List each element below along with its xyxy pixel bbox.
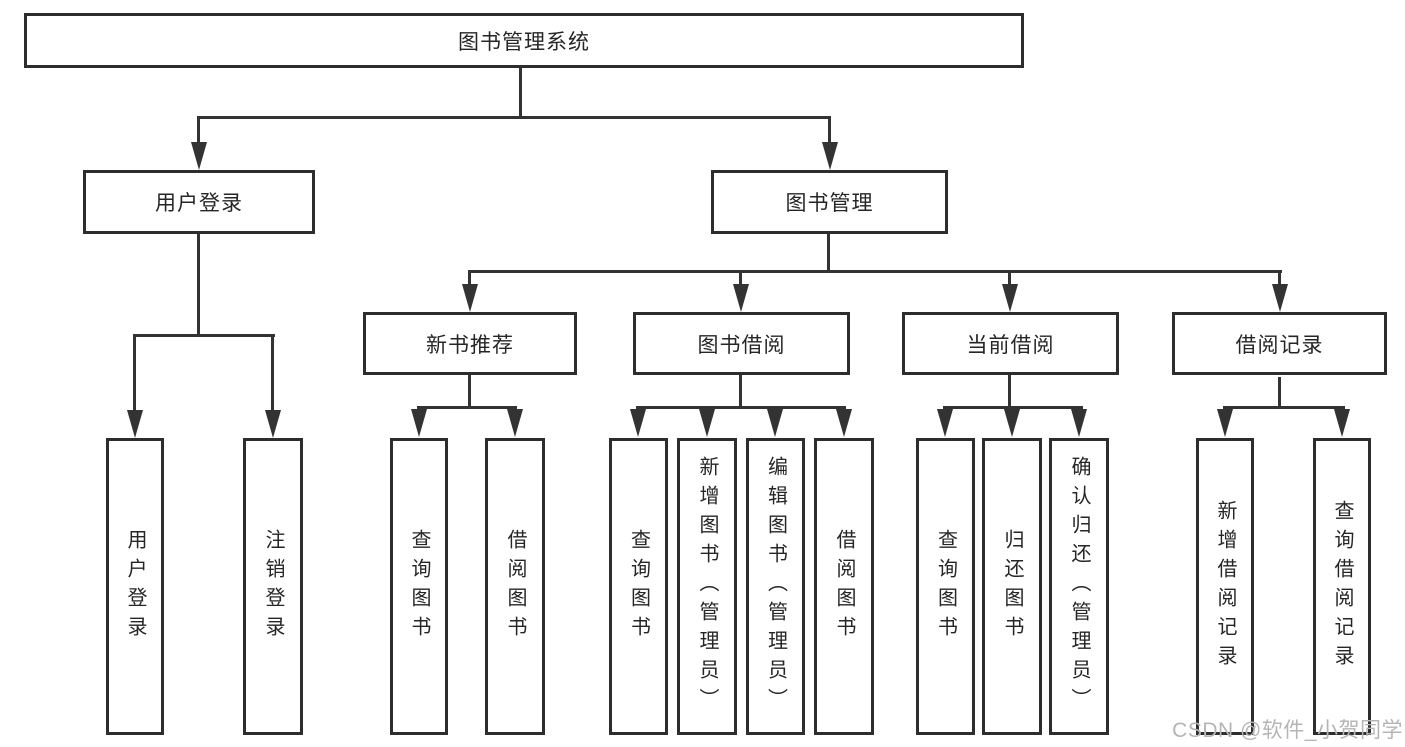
leaf-label: 编辑图书（管理员） bbox=[764, 456, 787, 717]
node-label: 新书推荐 bbox=[426, 333, 514, 357]
leaf-borrow-edit-books-admin: 编辑图书（管理员） bbox=[746, 438, 805, 735]
connector-line bbox=[1278, 377, 1281, 407]
leaf-label: 新增借阅记录 bbox=[1214, 499, 1236, 674]
leaf-label: 归还图书 bbox=[1001, 528, 1023, 645]
node-current-borrowing: 当前借阅 bbox=[902, 312, 1119, 375]
leaf-label: 查询借阅记录 bbox=[1331, 499, 1353, 674]
leaf-borrow-query-books: 查询图书 bbox=[609, 438, 668, 735]
arrow-down-icon bbox=[265, 410, 281, 438]
node-label: 图书管理 bbox=[785, 192, 874, 215]
connector-line bbox=[739, 375, 742, 407]
arrow-down-icon bbox=[836, 409, 852, 437]
connector-line bbox=[417, 406, 517, 409]
connector-line bbox=[828, 119, 831, 145]
connector-line bbox=[468, 375, 471, 407]
leaf-borrow-add-books-admin: 新增图书（管理员） bbox=[677, 438, 737, 735]
connector-line bbox=[133, 337, 136, 412]
connector-line bbox=[133, 334, 275, 337]
arrow-down-icon bbox=[1217, 409, 1233, 437]
connector-line bbox=[468, 270, 1282, 273]
leaf-user-login: 用户登录 bbox=[106, 438, 164, 735]
arrow-down-icon bbox=[699, 409, 715, 437]
connector-line bbox=[1278, 273, 1281, 286]
arrow-down-icon bbox=[1071, 409, 1087, 437]
connector-line bbox=[468, 273, 471, 286]
node-label: 图书管理系统 bbox=[458, 30, 590, 54]
leaf-logout: 注销登录 bbox=[243, 438, 303, 735]
node-borrowing-records: 借阅记录 bbox=[1172, 312, 1387, 375]
connector-line bbox=[1008, 273, 1011, 286]
node-new-book-recommendation: 新书推荐 bbox=[363, 312, 577, 375]
connector-line bbox=[636, 406, 846, 409]
node-label: 用户登录 bbox=[155, 192, 243, 215]
arrow-down-icon bbox=[1002, 284, 1018, 312]
arrow-down-icon bbox=[733, 284, 749, 312]
arrow-down-icon bbox=[767, 409, 783, 437]
leaf-label: 查询图书 bbox=[408, 528, 430, 645]
leaf-records-query-record: 查询借阅记录 bbox=[1313, 438, 1371, 735]
arrow-down-icon bbox=[822, 142, 838, 170]
leaf-label: 借阅图书 bbox=[504, 528, 526, 645]
arrow-down-icon bbox=[507, 409, 523, 437]
connector-line bbox=[197, 234, 200, 334]
leaf-recommend-borrow-books: 借阅图书 bbox=[485, 438, 545, 735]
arrow-down-icon bbox=[411, 409, 427, 437]
connector-line bbox=[271, 337, 274, 412]
node-user-login: 用户登录 bbox=[83, 170, 315, 234]
arrow-down-icon bbox=[462, 284, 478, 312]
leaf-recommend-query-books: 查询图书 bbox=[390, 438, 448, 735]
leaf-current-query-books: 查询图书 bbox=[916, 438, 975, 735]
leaf-label: 新增图书（管理员） bbox=[696, 456, 718, 717]
arrow-down-icon bbox=[1272, 284, 1288, 312]
connector-line bbox=[1008, 375, 1011, 407]
leaf-current-return-books: 归还图书 bbox=[982, 438, 1042, 735]
connector-line bbox=[943, 406, 1083, 409]
connector-line bbox=[1223, 406, 1345, 409]
arrow-down-icon bbox=[1004, 409, 1020, 437]
node-label: 当前借阅 bbox=[966, 333, 1055, 357]
leaf-records-add-record: 新增借阅记录 bbox=[1196, 438, 1254, 735]
leaf-label: 确认归还（管理员） bbox=[1068, 456, 1090, 717]
connector-line bbox=[827, 234, 830, 270]
connector-line bbox=[197, 119, 200, 145]
csdn-watermark: CSDN @软件_小贺同学 bbox=[1172, 719, 1403, 742]
leaf-label: 查询图书 bbox=[627, 528, 650, 645]
node-book-management: 图书管理 bbox=[711, 170, 948, 234]
leaf-label: 查询图书 bbox=[934, 528, 957, 645]
arrow-down-icon bbox=[1334, 409, 1350, 437]
arrow-down-icon bbox=[191, 142, 207, 170]
connector-line bbox=[197, 116, 831, 119]
leaf-borrow-borrow-books: 借阅图书 bbox=[814, 438, 874, 735]
leaf-label: 借阅图书 bbox=[833, 528, 855, 645]
node-library-management-system: 图书管理系统 bbox=[24, 13, 1024, 68]
node-label: 借阅记录 bbox=[1235, 333, 1324, 357]
connector-line bbox=[739, 273, 742, 286]
arrow-down-icon bbox=[630, 409, 646, 437]
leaf-current-confirm-return-admin: 确认归还（管理员） bbox=[1049, 438, 1109, 735]
leaf-label: 用户登录 bbox=[124, 528, 146, 645]
arrow-down-icon bbox=[937, 409, 953, 437]
node-label: 图书借阅 bbox=[697, 333, 786, 357]
leaf-label: 注销登录 bbox=[262, 528, 284, 645]
arrow-down-icon bbox=[127, 410, 143, 438]
connector-line bbox=[519, 68, 522, 116]
node-book-borrowing: 图书借阅 bbox=[633, 312, 850, 375]
